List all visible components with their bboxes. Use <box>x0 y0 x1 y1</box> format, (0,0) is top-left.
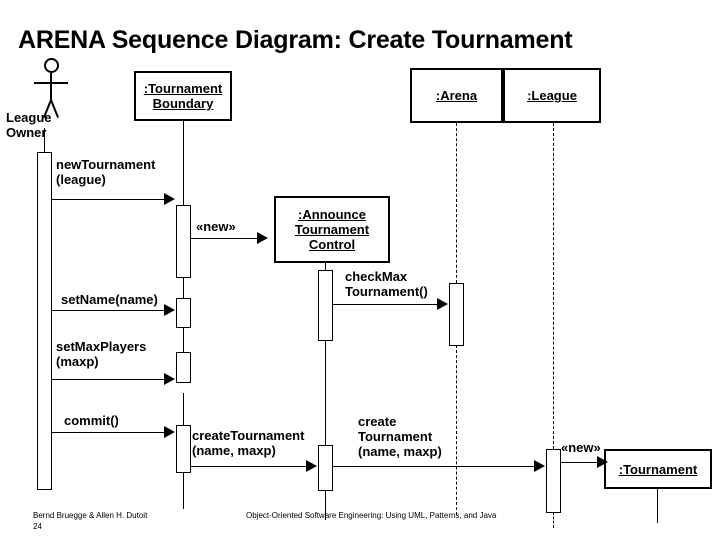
message-arrow-set-max-players <box>164 373 175 385</box>
actor-arms-icon <box>34 82 68 84</box>
message-arrow-create-tournament-boundary <box>306 460 317 472</box>
message-check-max-line1: checkMax <box>345 269 408 284</box>
message-create-tournament-control-line3: (name, maxp) <box>358 444 442 459</box>
message-label-commit: commit() <box>64 413 119 428</box>
object-label-control-line3: Control <box>308 237 356 252</box>
message-set-max-players-line1: setMaxPlayers <box>56 339 147 354</box>
message-new-tournament-line2: (league) <box>56 172 106 187</box>
message-label-new-tournament: newTournament (league) <box>56 157 155 187</box>
lifeline-tournament-boundary-5 <box>183 473 184 509</box>
lifeline-announce-control-2 <box>325 340 326 445</box>
message-line-check-max-tournament <box>333 304 437 305</box>
footer-authors-text: Bernd Bruegge & Allen H. Dutoit <box>33 511 148 520</box>
footer-authors: Bernd Bruegge & Allen H. Dutoit 24 <box>33 510 147 532</box>
message-set-name-line1: setName(name) <box>61 292 158 307</box>
activation-tournament-boundary-3 <box>176 352 191 383</box>
lifeline-league-owner <box>44 128 45 156</box>
activation-tournament-boundary-2 <box>176 298 191 328</box>
actor-head-icon <box>44 58 59 73</box>
message-line-create-tournament-control <box>333 466 534 467</box>
message-line-set-max-players <box>52 379 164 380</box>
activation-announce-control-1 <box>318 270 333 341</box>
actor-body-icon <box>50 73 52 101</box>
message-label-set-name: setName(name) <box>61 292 158 307</box>
object-box-tournament-boundary[interactable]: :Tournament Boundary <box>134 71 232 121</box>
message-label-create-tournament-boundary: createTournament (name, maxp) <box>192 428 304 458</box>
activation-tournament-boundary-1 <box>176 205 191 278</box>
message-arrow-new-tournament <box>164 193 175 205</box>
message-create-tournament-control-line2: Tournament <box>358 429 433 444</box>
activation-league <box>546 449 561 513</box>
actor-label: League Owner <box>6 110 52 140</box>
lifeline-league-lower <box>553 512 554 528</box>
message-new-tournament-line1: newTournament <box>56 157 156 172</box>
activation-league-owner <box>37 152 52 490</box>
activation-arena <box>449 283 464 346</box>
message-line-create-tournament-boundary <box>191 466 306 467</box>
lifeline-announce-control-1 <box>325 263 326 271</box>
message-commit-line1: commit() <box>64 413 119 428</box>
lifeline-league-upper <box>553 123 554 449</box>
object-label-league: :League <box>527 88 577 103</box>
lifeline-arena-lower <box>456 345 457 515</box>
lifeline-tournament-boundary-4 <box>183 393 184 425</box>
lifeline-tournament-boundary-2 <box>183 278 184 298</box>
object-label-line2: Boundary <box>152 96 214 111</box>
message-create-tournament-control-line1: create <box>358 414 397 429</box>
message-create-tournament-boundary-line1: createTournament <box>192 428 305 443</box>
lifeline-tournament-boundary-1 <box>183 121 184 205</box>
message-arrow-new-tournament-object <box>597 456 608 468</box>
message-label-new-tournament-object: «new» <box>561 440 601 455</box>
message-line-set-name <box>52 310 164 311</box>
actor-label-line1: League <box>6 110 52 125</box>
message-label-check-max-tournament: checkMax Tournament() <box>345 269 428 299</box>
message-line-new-tournament <box>52 199 164 200</box>
object-box-league[interactable]: :League <box>503 68 601 123</box>
object-label-tournament: :Tournament <box>618 461 698 477</box>
object-box-tournament[interactable]: :Tournament <box>604 449 712 489</box>
object-box-arena[interactable]: :Arena <box>410 68 503 123</box>
footer-page-number: 24 <box>33 522 42 531</box>
object-box-announce-tournament-control[interactable]: :Announce Tournament Control <box>274 196 390 263</box>
footer-book-title: Object-Oriented Software Engineering: Us… <box>246 511 497 520</box>
message-label-set-max-players: setMaxPlayers (maxp) <box>56 339 146 369</box>
message-line-new-control <box>191 238 257 239</box>
message-new-tournament-object-line1: «new» <box>561 440 601 455</box>
message-check-max-line2: Tournament() <box>345 284 428 299</box>
message-arrow-check-max-tournament <box>437 298 448 310</box>
message-arrow-create-tournament-control <box>534 460 545 472</box>
actor-label-line2: Owner <box>6 125 47 140</box>
message-label-create-tournament-control: create Tournament (name, maxp) <box>358 414 442 459</box>
message-line-new-tournament-object <box>561 462 599 463</box>
message-arrow-set-name <box>164 304 175 316</box>
message-create-tournament-boundary-line2: (name, maxp) <box>192 443 276 458</box>
actor-league-owner <box>28 58 88 128</box>
lifeline-tournament-boundary-3 <box>183 328 184 352</box>
object-label-control-line1: :Announce <box>298 207 366 222</box>
message-set-max-players-line2: (maxp) <box>56 354 99 369</box>
lifeline-arena-upper <box>456 123 457 283</box>
message-new-control-line1: «new» <box>196 219 236 234</box>
object-label-arena: :Arena <box>435 88 478 103</box>
activation-announce-control-2 <box>318 445 333 491</box>
message-arrow-commit <box>164 426 175 438</box>
lifeline-announce-control-3 <box>325 490 326 520</box>
message-line-commit <box>52 432 164 433</box>
message-arrow-new-control <box>257 232 268 244</box>
page-title: ARENA Sequence Diagram: Create Tournamen… <box>18 26 573 54</box>
object-label-control-line2: Tournament <box>294 222 370 237</box>
lifeline-tournament <box>657 489 658 523</box>
activation-tournament-boundary-4 <box>176 425 191 473</box>
message-label-new-control: «new» <box>196 219 236 234</box>
object-label-line1: :Tournament <box>143 81 223 96</box>
